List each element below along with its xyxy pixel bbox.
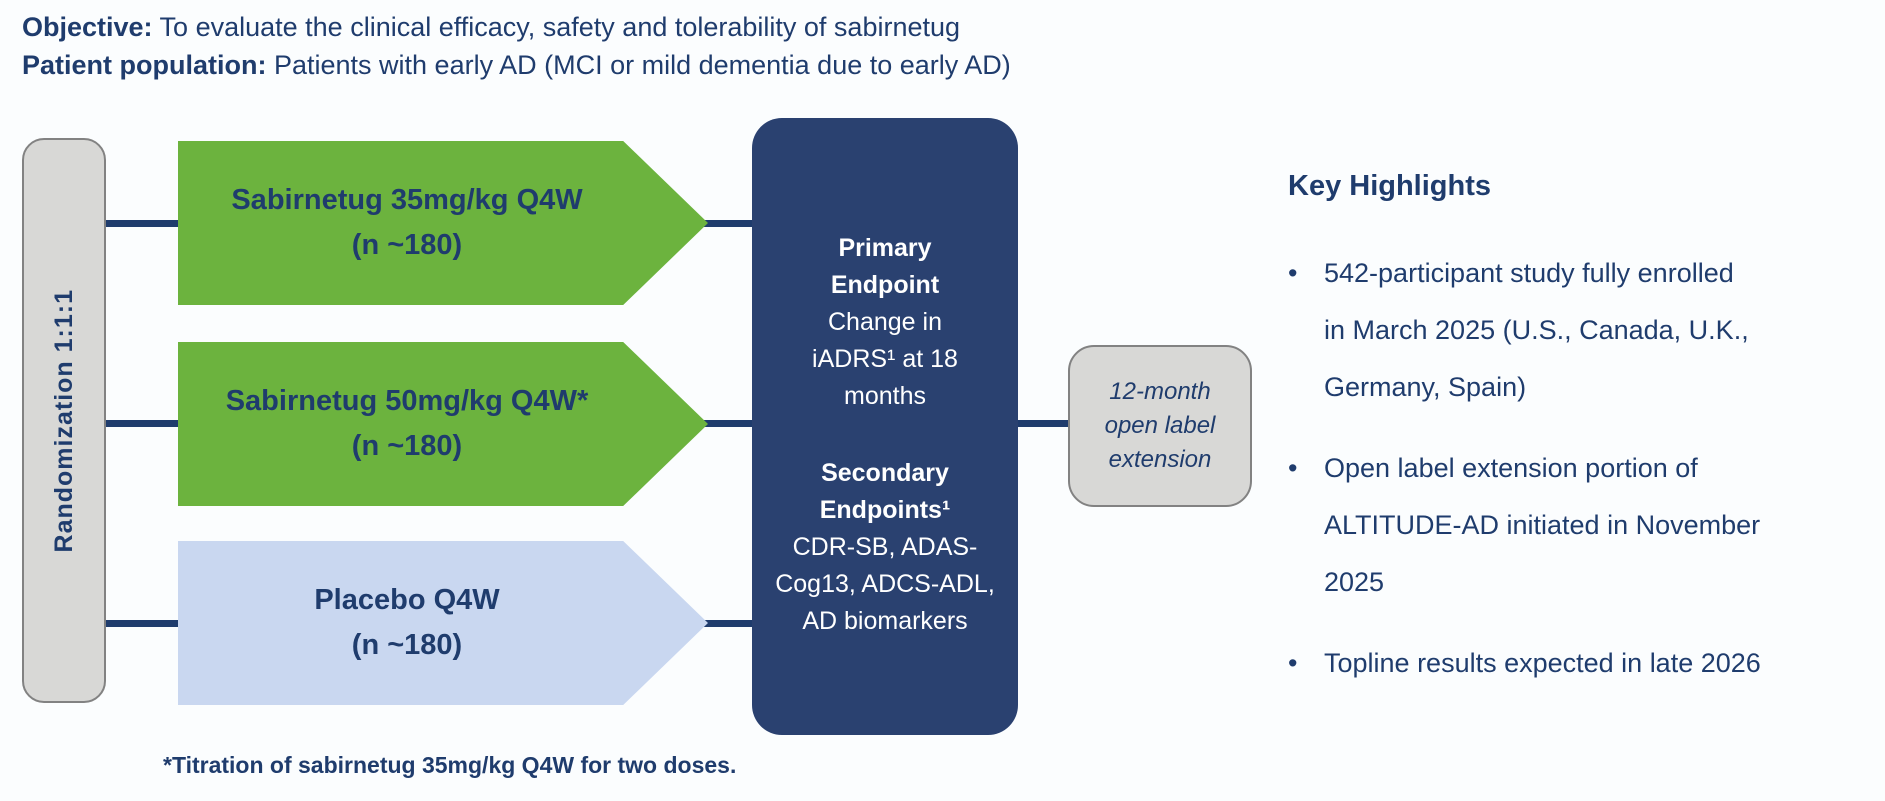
highlight-text: 542-participant study fully enrolled in … — [1324, 258, 1749, 402]
key-highlights: Key Highlights • 542-participant study f… — [1288, 170, 1868, 716]
arm-n: (n ~180) — [351, 229, 463, 261]
open-label-extension-label: 12-month open label extension — [1104, 378, 1216, 473]
patient-population-text: Patients with early AD (MCI or mild deme… — [266, 50, 1011, 80]
connector-randomization-arm3 — [100, 620, 184, 627]
connector-arm3-endpoint — [694, 620, 758, 627]
arm-n: (n ~180) — [351, 629, 463, 661]
connector-randomization-arm2 — [100, 420, 184, 427]
primary-endpoint-block: Primary Endpoint Change in iADRS¹ at 18 … — [752, 230, 1018, 415]
connector-randomization-arm1 — [100, 220, 184, 227]
secondary-endpoints-block: Secondary Endpoints¹ CDR-SB, ADAS- Cog13… — [752, 455, 1018, 640]
bullet-icon: • — [1288, 648, 1298, 678]
arm-n: (n ~180) — [351, 430, 463, 462]
connector-endpoint-extension — [1012, 420, 1074, 427]
objective-label: Objective: — [22, 12, 153, 42]
arm-arrow-sabirnetug-50: Sabirnetug 50mg/kg Q4W* (n ~180) — [178, 342, 708, 506]
key-highlights-title: Key Highlights — [1288, 170, 1492, 202]
highlight-item-open-label: • Open label extension portion of ALTITU… — [1288, 440, 1868, 611]
highlight-item-enrollment: • 542-participant study fully enrolled i… — [1288, 245, 1868, 416]
primary-endpoint-title: Primary Endpoint — [830, 234, 940, 299]
titration-footnote: *Titration of sabirnetug 35mg/kg Q4W for… — [163, 752, 737, 778]
highlight-text: Open label extension portion of ALTITUDE… — [1324, 453, 1761, 597]
arm-label: Sabirnetug 35mg/kg Q4W — [231, 184, 583, 216]
objective-text: To evaluate the clinical efficacy, safet… — [152, 12, 961, 42]
highlight-text: Topline results expected in late 2026 — [1324, 648, 1761, 678]
arm-arrow-sabirnetug-35: Sabirnetug 35mg/kg Q4W (n ~180) — [178, 141, 708, 305]
arm-label: Sabirnetug 50mg/kg Q4W* — [225, 385, 589, 417]
bullet-icon: • — [1288, 453, 1298, 483]
bullet-icon: • — [1288, 258, 1298, 288]
primary-endpoint-body: Change in iADRS¹ at 18 months — [812, 308, 958, 410]
secondary-endpoints-title: Secondary Endpoints¹ — [819, 459, 951, 524]
randomization-label: Randomization 1:1:1 — [49, 288, 78, 553]
arm-label: Placebo Q4W — [314, 584, 500, 616]
randomization-box: Randomization 1:1:1 — [22, 138, 106, 703]
connector-arm1-endpoint — [694, 220, 758, 227]
objective-line: Objective: To evaluate the clinical effi… — [22, 8, 1011, 46]
patient-population-label: Patient population: — [22, 50, 267, 80]
arm-arrow-placebo: Placebo Q4W (n ~180) — [178, 541, 708, 705]
slide-header: Objective: To evaluate the clinical effi… — [22, 8, 1011, 84]
connector-arm2-endpoint — [694, 420, 758, 427]
open-label-extension-box: 12-month open label extension — [1068, 345, 1252, 507]
endpoints-box: Primary Endpoint Change in iADRS¹ at 18 … — [752, 118, 1018, 735]
highlight-item-topline: • Topline results expected in late 2026 — [1288, 635, 1868, 692]
patient-population-line: Patient population: Patients with early … — [22, 46, 1011, 84]
secondary-endpoints-body: CDR-SB, ADAS- Cog13, ADCS-ADL, AD biomar… — [775, 533, 995, 635]
